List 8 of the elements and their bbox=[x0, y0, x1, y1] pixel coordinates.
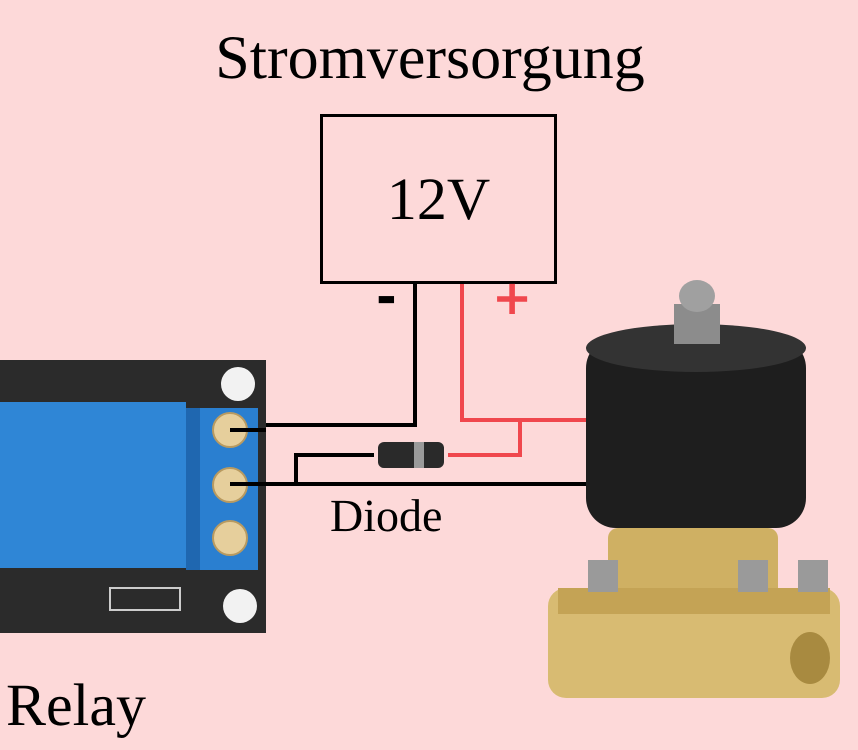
polarity-label: + bbox=[492, 272, 532, 325]
wire bbox=[266, 284, 417, 427]
title: Stromversorgung bbox=[214, 23, 646, 94]
component-label: Diode bbox=[330, 490, 442, 541]
voltage-label: 12V bbox=[386, 165, 490, 234]
polarity-label: - bbox=[376, 270, 397, 325]
component-label: Relay bbox=[6, 672, 146, 738]
power-supply-box bbox=[320, 114, 557, 284]
